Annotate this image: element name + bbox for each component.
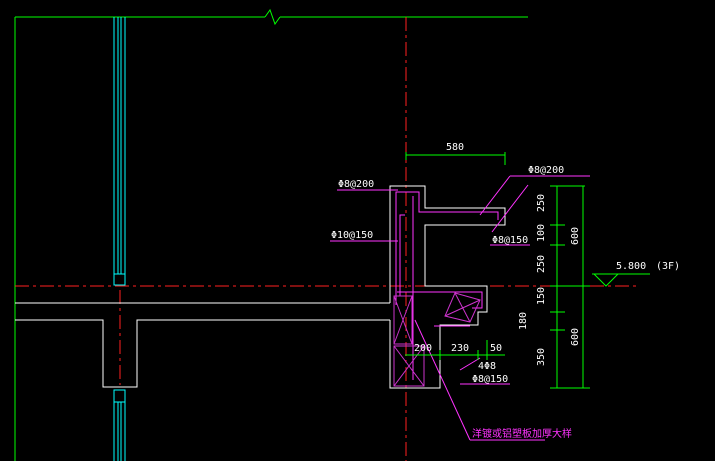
dim-600-top: 600 [570, 227, 581, 245]
rebar-label-5: 4Φ8 [478, 361, 496, 372]
dim-150: 150 [536, 287, 547, 305]
note-callout: 洋镀或铝塑板加厚大样 [472, 427, 572, 440]
rebar-label-4: Φ8@150 [492, 235, 528, 246]
rebar-label-2: Φ8@200 [528, 165, 564, 176]
dim-580: 580 [446, 142, 464, 153]
dim-600-bottom: 600 [570, 328, 581, 346]
dim-50: 50 [490, 343, 502, 354]
elevation-floor: (3F) [656, 261, 680, 272]
slab-beam-outline [15, 185, 506, 389]
dim-100: 100 [536, 224, 547, 242]
rebar-label-1: Φ8@200 [338, 179, 374, 190]
axis-lines [15, 17, 640, 461]
dim-250-mid: 250 [536, 255, 547, 273]
elevation-value: 5.800 [616, 261, 646, 272]
dim-230: 230 [451, 343, 469, 354]
dimension-labels: 580 250 100 250 600 150 180 350 600 200 … [414, 142, 680, 366]
column-outline [113, 17, 126, 461]
rebar-labels: Φ8@200 Φ8@200 Φ10@150 Φ8@150 4Φ8 Φ8@150 [331, 165, 564, 385]
leader-lines [330, 175, 590, 441]
rebar-label-3: Φ10@150 [331, 230, 373, 241]
dim-250-top: 250 [536, 194, 547, 212]
rebar-label-6: Φ8@150 [472, 374, 508, 385]
dim-200: 200 [414, 343, 432, 354]
hatch-patterns [393, 292, 481, 387]
dim-350: 350 [536, 348, 547, 366]
drawing-frame [14, 8, 528, 461]
dimension-lines [405, 152, 650, 389]
dim-180: 180 [518, 312, 529, 330]
rebar [395, 191, 499, 380]
